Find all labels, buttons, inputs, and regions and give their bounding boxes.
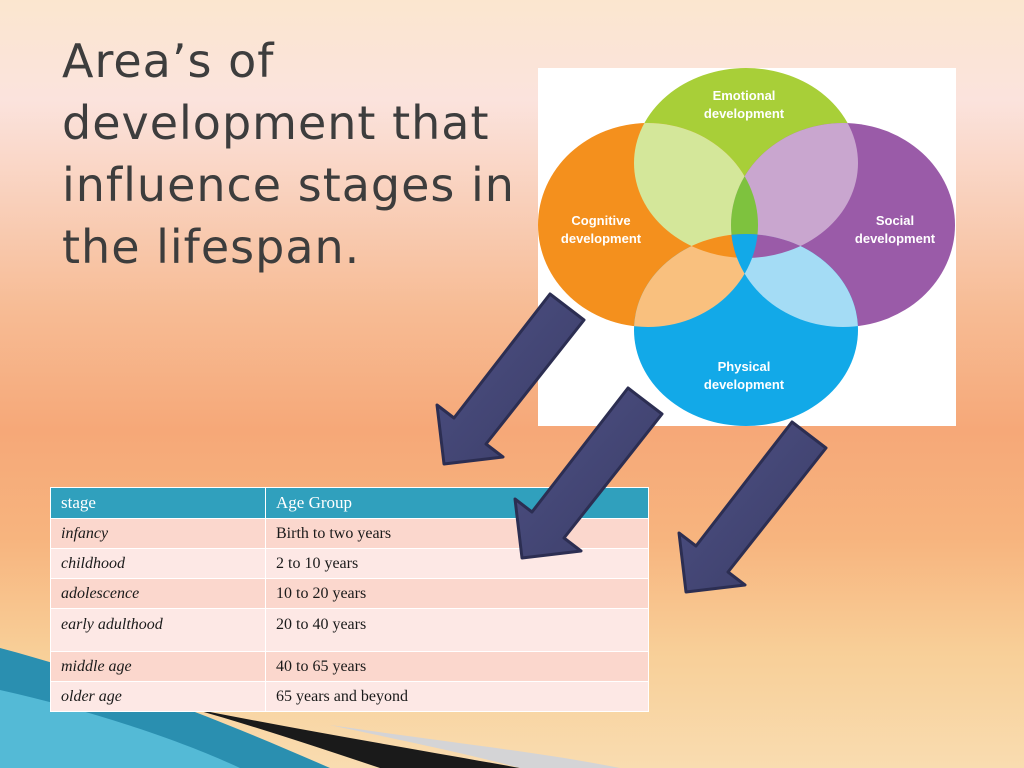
emotional-label-2: development bbox=[704, 106, 785, 121]
table-row: older age 65 years and beyond bbox=[50, 681, 649, 712]
table-row: early adulthood 20 to 40 years bbox=[50, 608, 649, 652]
life-stages-table: stage Age Group infancy Birth to two yea… bbox=[50, 487, 649, 712]
table-row: childhood 2 to 10 years bbox=[50, 548, 649, 579]
age-cell: 20 to 40 years bbox=[265, 608, 649, 652]
arrow-down-left-icon bbox=[513, 386, 664, 560]
arrow-down-left-icon bbox=[435, 292, 586, 466]
table-row: adolescence 10 to 20 years bbox=[50, 578, 649, 609]
table-row: infancy Birth to two years bbox=[50, 518, 649, 549]
stage-cell: middle age bbox=[50, 651, 266, 682]
age-cell: Birth to two years bbox=[265, 518, 649, 549]
stage-cell: infancy bbox=[50, 518, 266, 549]
slide-title: Area’s of development that influence sta… bbox=[62, 34, 515, 274]
social-label-2: development bbox=[855, 231, 936, 246]
table-row: middle age 40 to 65 years bbox=[50, 651, 649, 682]
cognitive-label-2: development bbox=[561, 231, 642, 246]
age-cell: 10 to 20 years bbox=[265, 578, 649, 609]
age-cell: 65 years and beyond bbox=[265, 681, 649, 712]
stage-cell: early adulthood bbox=[50, 608, 266, 652]
physical-label-1: Physical bbox=[718, 359, 771, 374]
social-label-1: Social bbox=[876, 213, 914, 228]
development-venn-diagram: Emotional development Cognitive developm… bbox=[538, 68, 956, 426]
age-cell: 40 to 65 years bbox=[265, 651, 649, 682]
arrow-down-left-icon bbox=[677, 420, 828, 594]
stage-cell: childhood bbox=[50, 548, 266, 579]
physical-label-2: development bbox=[704, 377, 785, 392]
stage-cell: older age bbox=[50, 681, 266, 712]
cognitive-label-1: Cognitive bbox=[571, 213, 630, 228]
age-cell: 2 to 10 years bbox=[265, 548, 649, 579]
emotional-label-1: Emotional bbox=[713, 88, 776, 103]
stage-cell: adolescence bbox=[50, 578, 266, 609]
